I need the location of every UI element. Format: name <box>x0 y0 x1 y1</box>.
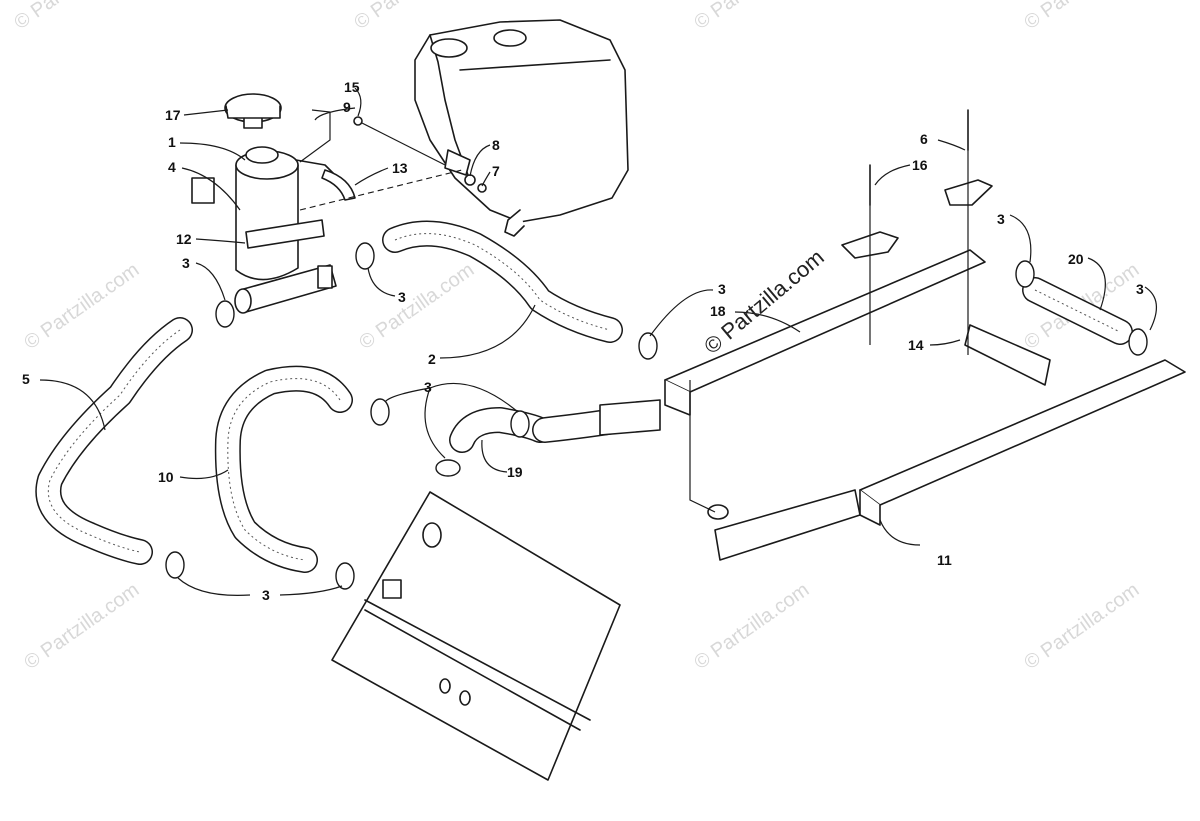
callout-18: 18 <box>710 303 726 319</box>
pressure-cap <box>224 93 282 129</box>
hose-clamp <box>355 242 375 270</box>
rear-heat-exchanger <box>599 249 1186 561</box>
callout-15: 15 <box>344 79 360 95</box>
callout-3: 3 <box>424 379 432 395</box>
coolant-tank <box>414 19 629 237</box>
mount-plates <box>841 179 993 259</box>
watermark-tile: © Partzilla.com <box>350 0 473 34</box>
reference-line <box>299 169 463 211</box>
watermark-tile: © Partzilla.com <box>20 259 143 354</box>
hose-clamp <box>335 562 355 590</box>
decal <box>191 177 215 204</box>
watermark-tile: © Partzilla.com <box>10 0 133 34</box>
callout-5: 5 <box>22 371 30 387</box>
leader-lines <box>39 87 1157 596</box>
callout-3: 3 <box>1136 281 1144 297</box>
watermark-tile: © Partzilla.com <box>355 259 478 354</box>
watermark-tile: © Partzilla.com <box>20 579 143 674</box>
watermark-tile: © Partzilla.com <box>690 0 813 34</box>
callout-10: 10 <box>158 469 174 485</box>
callout-13: 13 <box>392 160 408 176</box>
callout-19: 19 <box>507 464 523 480</box>
hose-clamp <box>1015 260 1035 288</box>
hose-clamp <box>435 459 461 477</box>
hose-20 <box>1022 277 1133 345</box>
hose-5 <box>35 317 193 565</box>
hose-clamp <box>638 332 658 360</box>
tee-fitting <box>234 264 337 314</box>
mounting-hardware <box>353 116 487 193</box>
callout-17: 17 <box>165 107 181 123</box>
callout-16: 16 <box>912 157 928 173</box>
watermark-tile: © Partzilla.com <box>1020 0 1143 34</box>
callout-14: 14 <box>908 337 924 353</box>
hose-10 <box>214 365 353 573</box>
overflow-hose <box>299 109 356 201</box>
watermark-tile: © Partzilla.com <box>690 579 813 674</box>
callout-1: 1 <box>168 134 176 150</box>
callout-9: 9 <box>343 99 351 115</box>
callout-7: 7 <box>492 163 500 179</box>
front-heat-exchanger <box>331 491 621 781</box>
callout-11: 11 <box>937 552 952 568</box>
callout-6: 6 <box>920 131 928 147</box>
studs <box>869 109 969 355</box>
callout-8: 8 <box>492 137 500 153</box>
callout-4: 4 <box>168 159 176 175</box>
expansion-bottle <box>235 146 346 281</box>
hose-2 <box>382 220 623 343</box>
watermark-tile: © Partzilla.com <box>1020 579 1143 674</box>
callout-3: 3 <box>262 587 270 603</box>
callout-labels: 17 1 4 12 3 15 9 8 7 13 3 3 18 2 5 3 10 … <box>22 79 1144 603</box>
callout-3: 3 <box>398 289 406 305</box>
callout-3: 3 <box>718 281 726 297</box>
hose-clamp <box>1128 328 1148 356</box>
hose-clamp <box>165 551 185 579</box>
callout-3: 3 <box>997 211 1005 227</box>
callout-2: 2 <box>428 351 436 367</box>
hose-clamp <box>510 410 530 438</box>
hose-clamps <box>165 242 1148 590</box>
callout-3: 3 <box>182 255 190 271</box>
hose-clamp <box>370 398 390 426</box>
callout-12: 12 <box>176 231 192 247</box>
hose-clamp <box>215 300 235 328</box>
callout-20: 20 <box>1068 251 1084 267</box>
